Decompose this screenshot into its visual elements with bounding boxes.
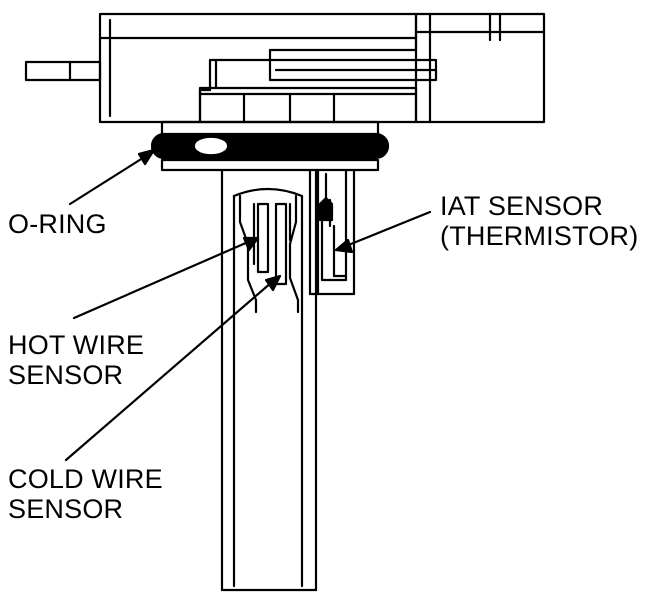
label-thermistor: (THERMISTOR)	[440, 221, 639, 251]
leader-o-ring	[68, 148, 156, 206]
iat-sensor-housing	[308, 168, 356, 296]
mounting-tab	[24, 60, 102, 82]
thermistor-element	[318, 196, 334, 222]
hot-wire-element	[256, 202, 270, 274]
label-cold-wire: COLD WIRE	[8, 464, 163, 494]
label-hot-wire: HOT WIRE	[8, 330, 145, 360]
leader-iat-sensor	[334, 210, 432, 254]
leader-cold-wire	[64, 274, 282, 462]
cold-wire-element	[274, 202, 288, 286]
label-cold-wire-sensor: SENSOR	[8, 494, 124, 524]
label-o-ring: O-RING	[8, 209, 107, 239]
sensor-probe	[220, 168, 318, 592]
connector-housing	[98, 12, 546, 124]
label-iat-sensor: IAT SENSOR	[440, 191, 604, 221]
leader-hot-wire	[72, 236, 260, 320]
o-ring	[150, 132, 390, 160]
label-hot-wire-sensor: SENSOR	[8, 360, 124, 390]
